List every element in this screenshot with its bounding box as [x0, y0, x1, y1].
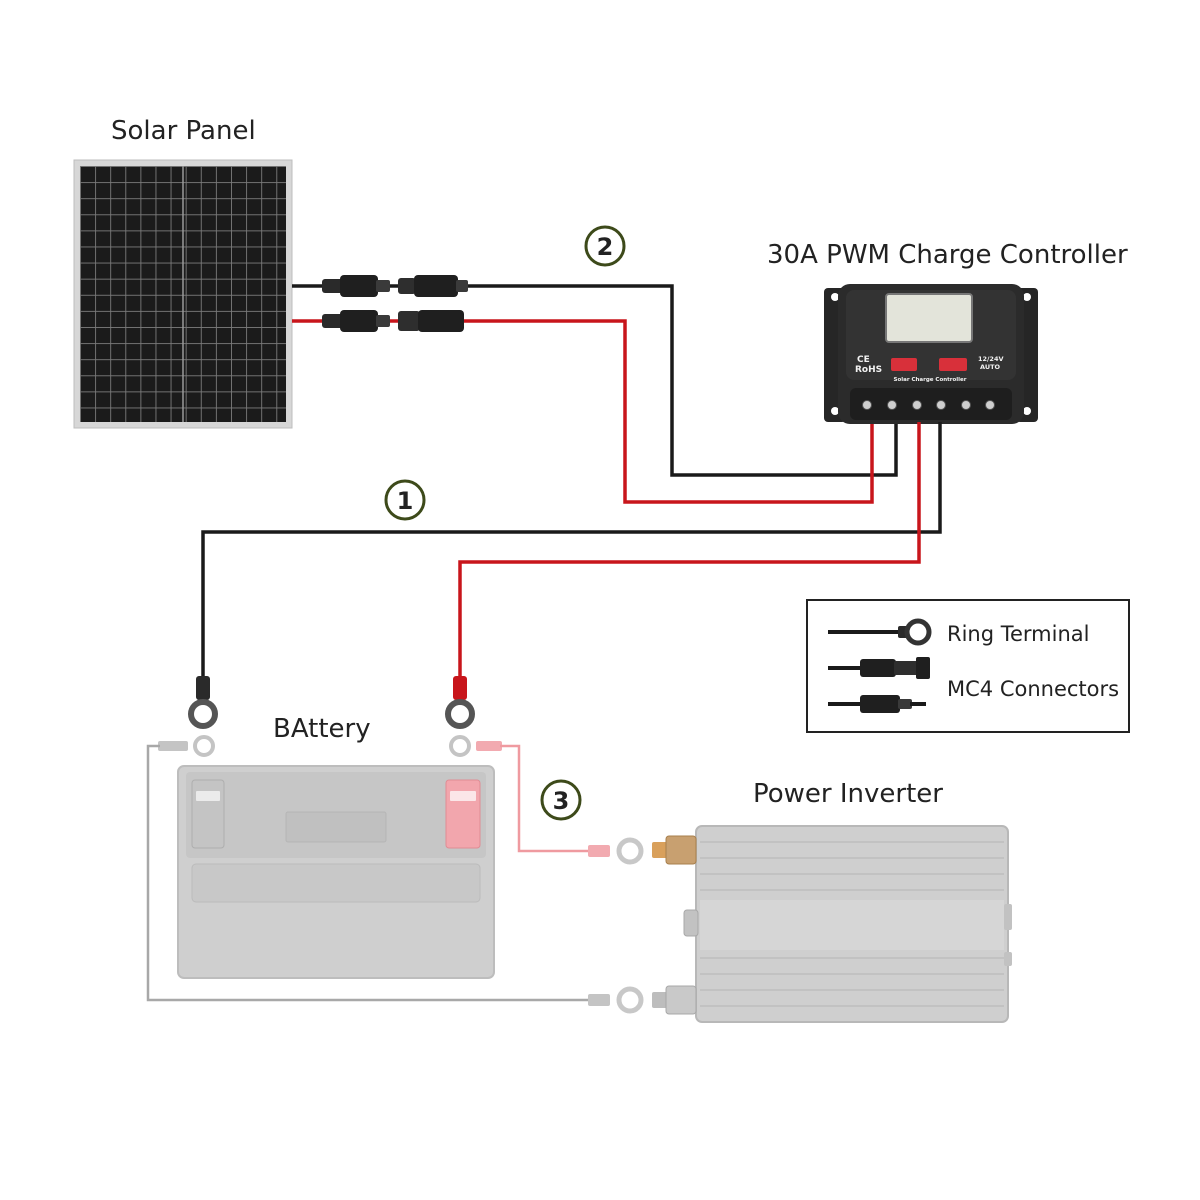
power-inverter-label: Power Inverter — [753, 779, 943, 809]
battery-post-ring-positive — [449, 735, 502, 757]
charge-controller-label: 30A PWM Charge Controller — [767, 240, 1128, 270]
ring-terminal-positive — [445, 676, 475, 729]
wire-inverter-positive — [500, 744, 590, 853]
wire-set-controller-to-battery — [201, 422, 942, 680]
wire-panel-negative — [292, 284, 898, 477]
wire-panel-positive — [292, 319, 874, 504]
step-1-number: 1 — [397, 487, 414, 515]
solar-panel — [73, 159, 293, 429]
wire-set-panel-to-controller — [292, 284, 898, 504]
wire-battery-positive — [458, 422, 921, 680]
battery-post-ring-negative — [158, 735, 215, 757]
step-3-marker: 3 — [540, 779, 582, 821]
controller-button-right — [939, 358, 967, 371]
controller-mode-mark: AUTO — [980, 363, 1001, 371]
wire-battery-negative — [201, 422, 942, 680]
controller-button-left — [891, 358, 917, 371]
mc4-connector-pair-positive — [322, 310, 464, 332]
mc4-connector-pair-negative — [322, 275, 468, 297]
battery — [177, 765, 495, 979]
battery-label: BAttery — [273, 714, 371, 744]
charge-controller: CE RoHS 12/24V AUTO Solar Charge Control… — [824, 284, 1038, 424]
legend: Ring Terminal MC4 Connectors — [806, 599, 1130, 733]
inverter-ring-negative — [588, 986, 644, 1014]
inverter-terminal-negative — [652, 992, 668, 1008]
step-2-number: 2 — [597, 233, 614, 261]
controller-ce-mark: CE — [857, 355, 870, 365]
step-3-number: 3 — [553, 787, 570, 815]
power-inverter — [652, 825, 1012, 1023]
inverter-ring-positive — [588, 837, 644, 865]
ring-terminal-negative — [188, 676, 218, 729]
legend-ring-terminal-icon — [828, 618, 932, 646]
legend-ring-terminal-label: Ring Terminal — [947, 622, 1090, 646]
step-1-marker: 1 — [384, 479, 426, 521]
wire-inverter-negative — [146, 744, 590, 1002]
wire-set-battery-to-inverter — [146, 744, 590, 1002]
inverter-terminal-positive — [652, 842, 668, 858]
controller-product-mark: Solar Charge Controller — [894, 377, 967, 383]
controller-terminals — [862, 400, 995, 410]
legend-mc4-connectors-label: MC4 Connectors — [947, 677, 1119, 701]
solar-panel-label: Solar Panel — [111, 116, 256, 146]
step-2-marker: 2 — [584, 225, 626, 267]
controller-rohs-mark: RoHS — [855, 365, 882, 375]
controller-voltage-mark: 12/24V — [978, 355, 1004, 363]
controller-lcd-screen — [885, 293, 973, 343]
legend-mc4-connector-icon — [828, 657, 930, 713]
